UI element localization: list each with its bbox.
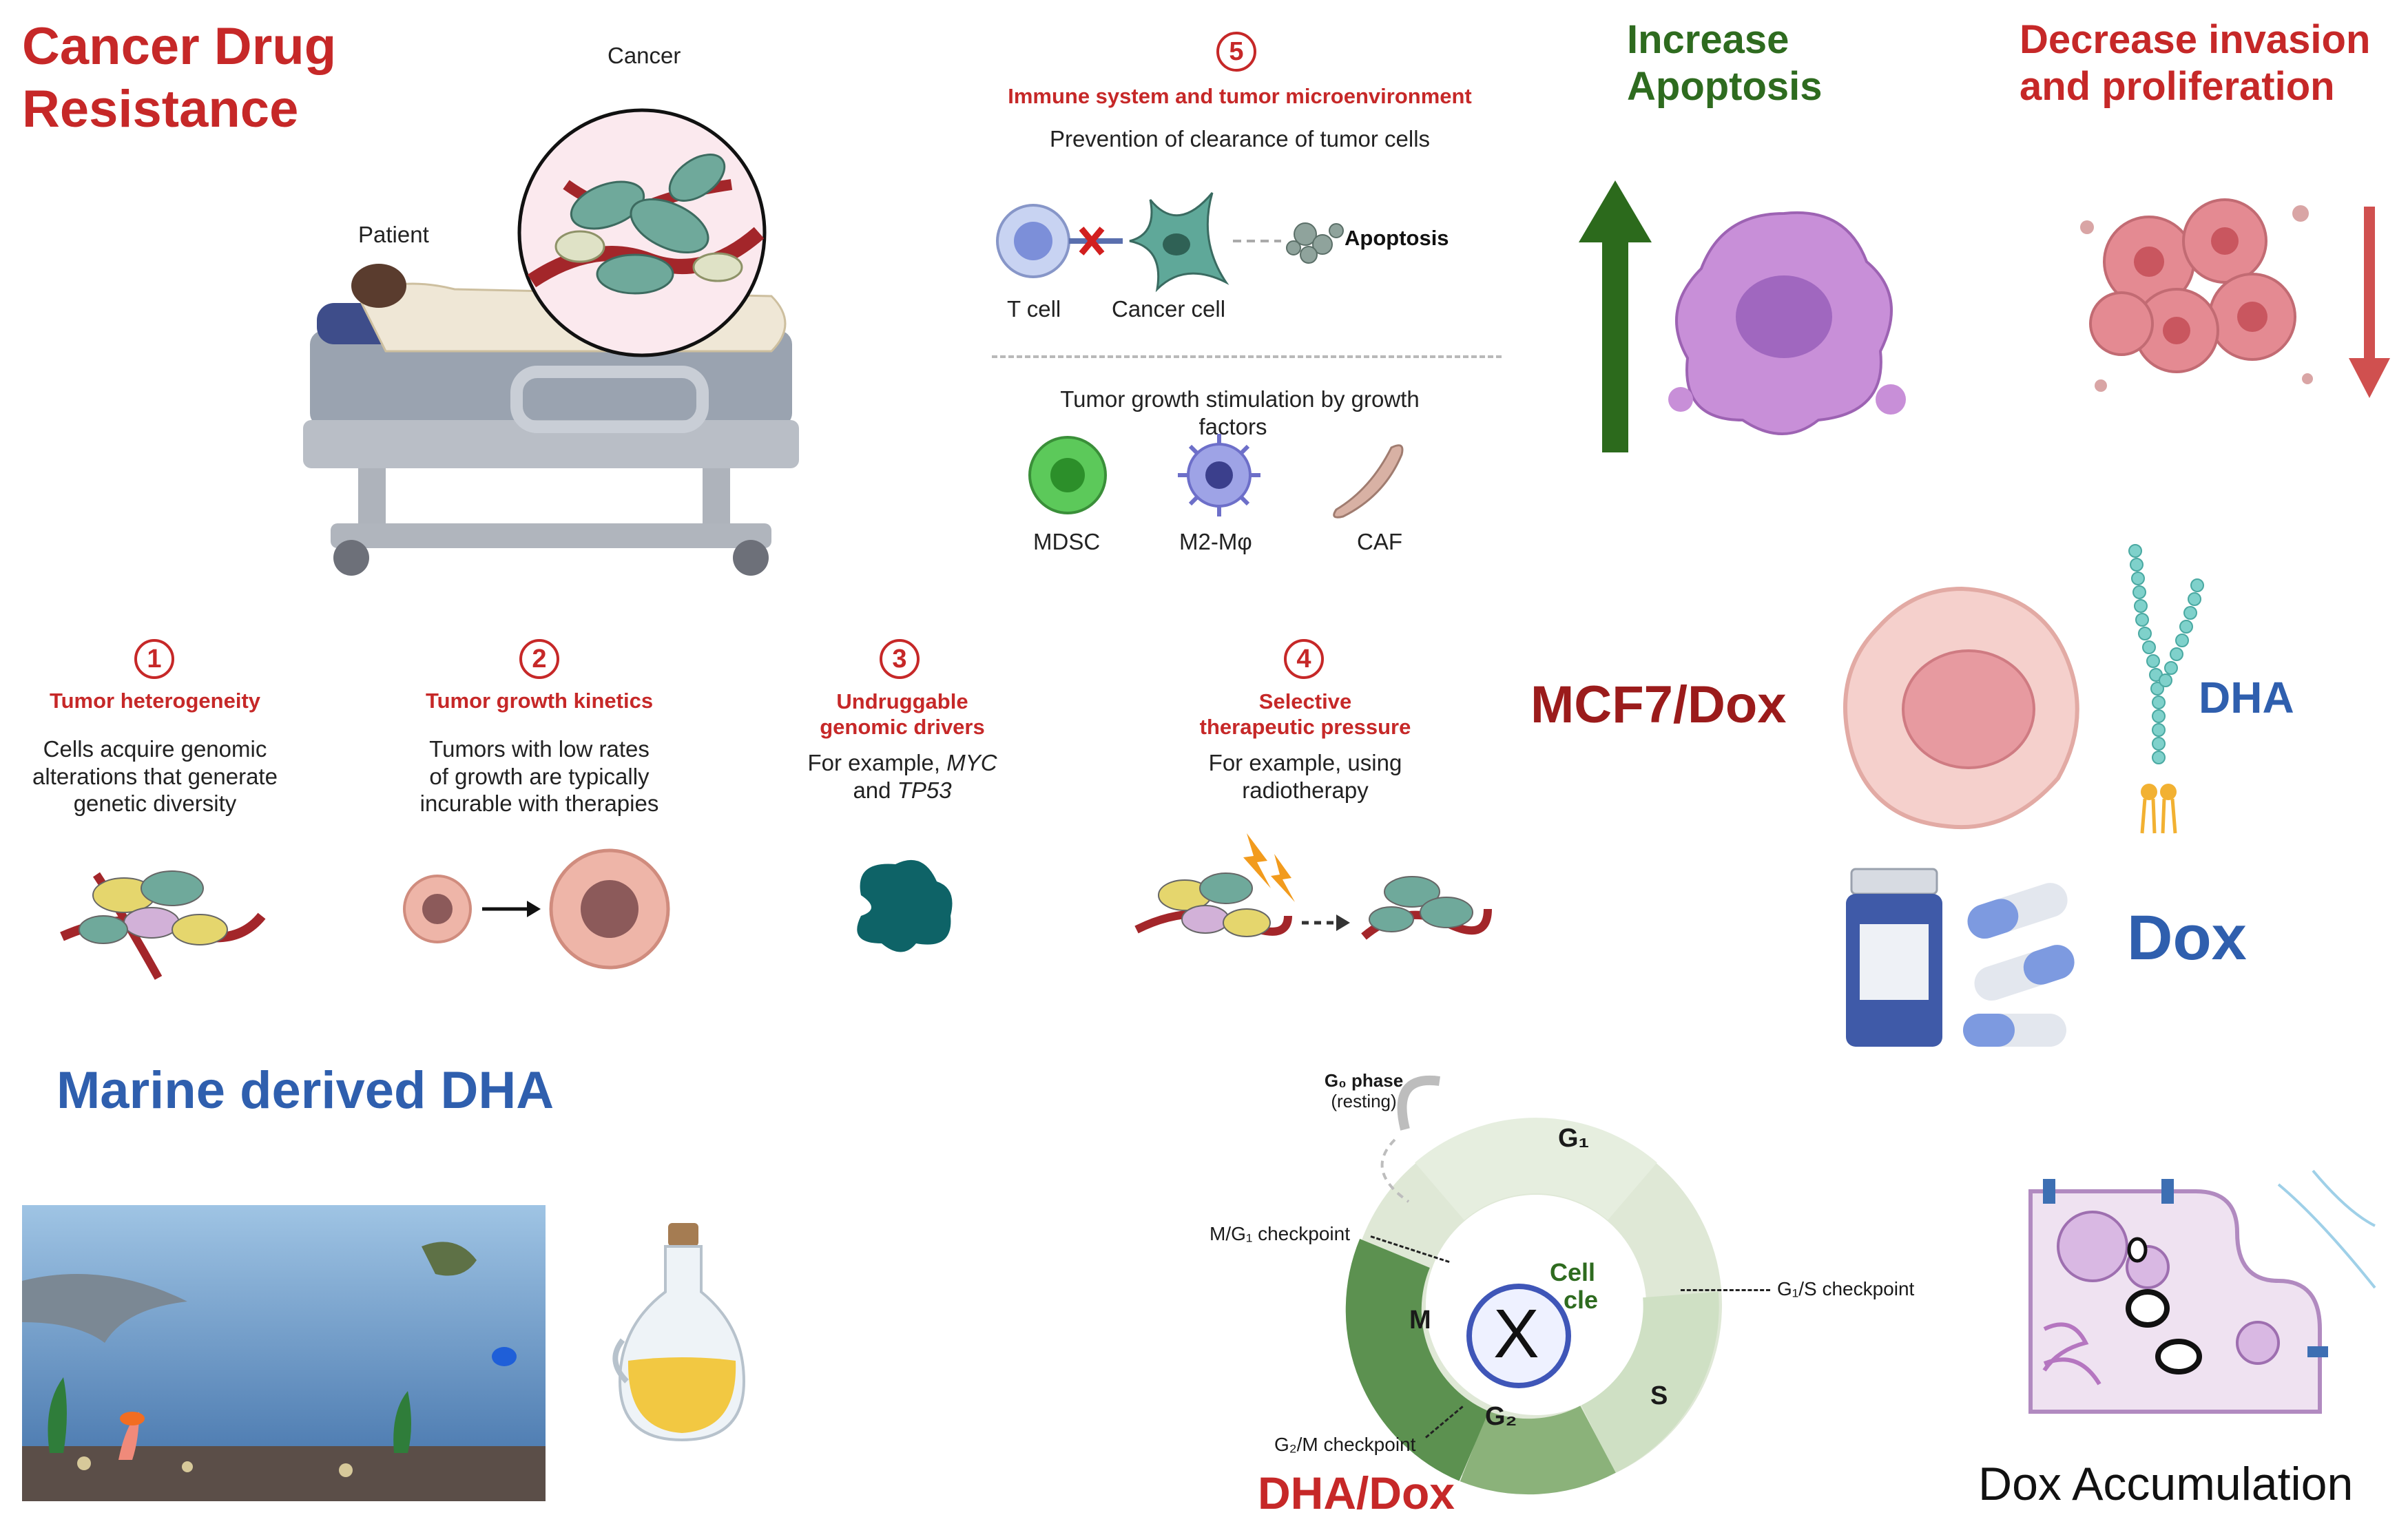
mcf7-dox-label: MCF7/Dox [1530,676,1787,734]
decrease-line1: Decrease invasion [2020,17,2371,62]
increase-line1: Increase [1627,17,1789,62]
s-phase-label: S [1650,1381,1668,1410]
dox-accumulation-label: Dox Accumulation [1978,1458,2354,1510]
mechanism-4-title-line2: therapeutic pressure [1199,715,1411,740]
checkpoint-g1s-line [1681,1289,1770,1291]
main-title: Cancer Drug Resistance [22,15,336,140]
cell-cycle-center-line2: cle [1564,1285,1599,1314]
checkpoint-g1s-label: G₁/S checkpoint [1777,1278,1915,1299]
apoptotic-cell [1668,211,1906,435]
immune-title: Immune system and tumor microenvironment [1008,84,1472,108]
mechanism-4-title-line1: Selective [1258,689,1352,713]
decrease-invasion-title: Decrease invasion and proliferation [2020,17,2370,111]
g0-phase-resting: (resting) [1331,1090,1397,1111]
tumor-growth-icon [403,848,670,970]
section-divider-dashed [992,355,1502,358]
mechanism-1-body: Cells acquire genomic alterations that g… [14,735,296,817]
dha-label: DHA [2199,673,2294,722]
mechanism-1-body-line2: alterations that generate [32,763,278,789]
apoptosis-label: Apoptosis [1345,226,1449,250]
mechanism-3-body-and: and [853,777,897,803]
mechanism-1-body-line3: genetic diversity [73,791,237,817]
cell-cycle-center-line1: Cell [1550,1258,1596,1286]
tcell-cancer-interaction [996,192,1344,293]
growth-factors-text: Tumor growth stimulation by growth facto… [992,386,1488,440]
cell-cycle-diagram [1345,1075,1722,1495]
mechanism-4-body-line1: For example, using [1208,750,1402,775]
step-5-badge: 5 [1216,32,1256,72]
mechanism-1-title: Tumor heterogeneity [49,689,261,713]
mechanism-3-title-line1: Undruggable [836,689,968,713]
tumor-cluster [2080,198,2313,392]
main-title-line1: Cancer Drug [22,17,337,76]
immune-subtitle: Prevention of clearance of tumor cells [1049,126,1431,151]
growth-factors-line1: Tumor growth stimulation by growth [1060,386,1420,412]
mechanism-2-body-line3: incurable with therapies [419,791,659,817]
x-mark: X [1493,1295,1539,1372]
dox-label: Dox [2127,903,2247,973]
mechanism-3-body: For example, MYC and TP53 [765,749,1040,804]
checkpoint-mg1-label: M/G₁ checkpoint [1210,1223,1350,1244]
mechanism-3-title-line2: genomic drivers [820,715,985,740]
mechanism-1-body-line1: Cells acquire genomic [43,736,267,762]
mechanism-2-title: Tumor growth kinetics [425,689,654,713]
g1-phase-label: G₁ [1558,1124,1590,1153]
dox-accumulation-cell-illustration [2028,1164,2382,1414]
gene-myc: MYC [946,750,997,775]
gene-tp53: TP53 [897,777,952,803]
caf-label: CAF [1357,529,1402,554]
t-cell-label: T cell [1007,296,1061,322]
marine-dha-title: Marine derived DHA [56,1061,554,1120]
dox-drug-icon [1846,868,2075,1047]
decrease-line2: and proliferation [2020,64,2335,109]
step-2-badge: 2 [519,639,559,679]
patient-in-bed-illustration [303,264,799,576]
mechanism-3-body-prefix: For example, [807,750,947,775]
cancer-cell-label: Cancer cell [1112,296,1226,322]
mdsc-label: MDSC [1033,529,1101,554]
g0-phase-label: G₀ phase (resting) [1302,1070,1426,1112]
m2-macrophage-label: M2-Mφ [1179,529,1252,554]
growth-factors-line2: factors [1198,413,1267,439]
decrease-arrow-down [2349,207,2390,398]
cell-cycle-center-label: Cell cle [1550,1259,1598,1313]
oil-bottle-icon [612,1223,746,1442]
mcf7-cell-icon [1843,586,2079,830]
g2-phase-label: G₂ [1485,1402,1517,1431]
mechanism-4-body-line2: radiotherapy [1242,777,1369,803]
mechanism-2-body: Tumors with low rates of growth are typi… [398,735,681,817]
dha-molecule-icon [2128,544,2204,834]
increase-line2: Apoptosis [1627,64,1823,109]
step-1-badge: 1 [134,639,174,679]
patient-label: Patient [358,222,429,247]
step-3-badge: 3 [880,639,920,679]
checkpoint-g2m-label: G₂/M checkpoint [1274,1434,1416,1455]
mechanism-4-title: Selective therapeutic pressure [1157,689,1453,740]
cancer-tissue-circle [517,108,767,357]
increase-apoptosis-title: Increase Apoptosis [1627,17,1823,111]
cancer-label: Cancer [608,43,681,68]
heterogeneous-tumor-icon [60,870,266,980]
mechanism-3-title: Undruggable genomic drivers [765,689,1040,740]
selective-pressure-icon [1134,833,1492,940]
main-title-line2: Resistance [22,80,299,139]
step-4-badge: 4 [1284,639,1324,679]
ocean-scene-illustration [22,1205,546,1501]
g0-phase-title: G₀ phase [1324,1070,1404,1091]
undruggable-protein-icon [857,859,953,952]
mechanism-2-body-line2: of growth are typically [429,763,650,789]
mechanism-2-body-line1: Tumors with low rates [429,736,650,762]
tme-cells [1028,434,1404,519]
increase-arrow-up [1579,180,1652,452]
m-phase-label: M [1409,1306,1431,1335]
dha-dox-caption: DHA/Dox [1258,1467,1455,1518]
mechanism-4-body: For example, using radiotherapy [1157,749,1453,804]
